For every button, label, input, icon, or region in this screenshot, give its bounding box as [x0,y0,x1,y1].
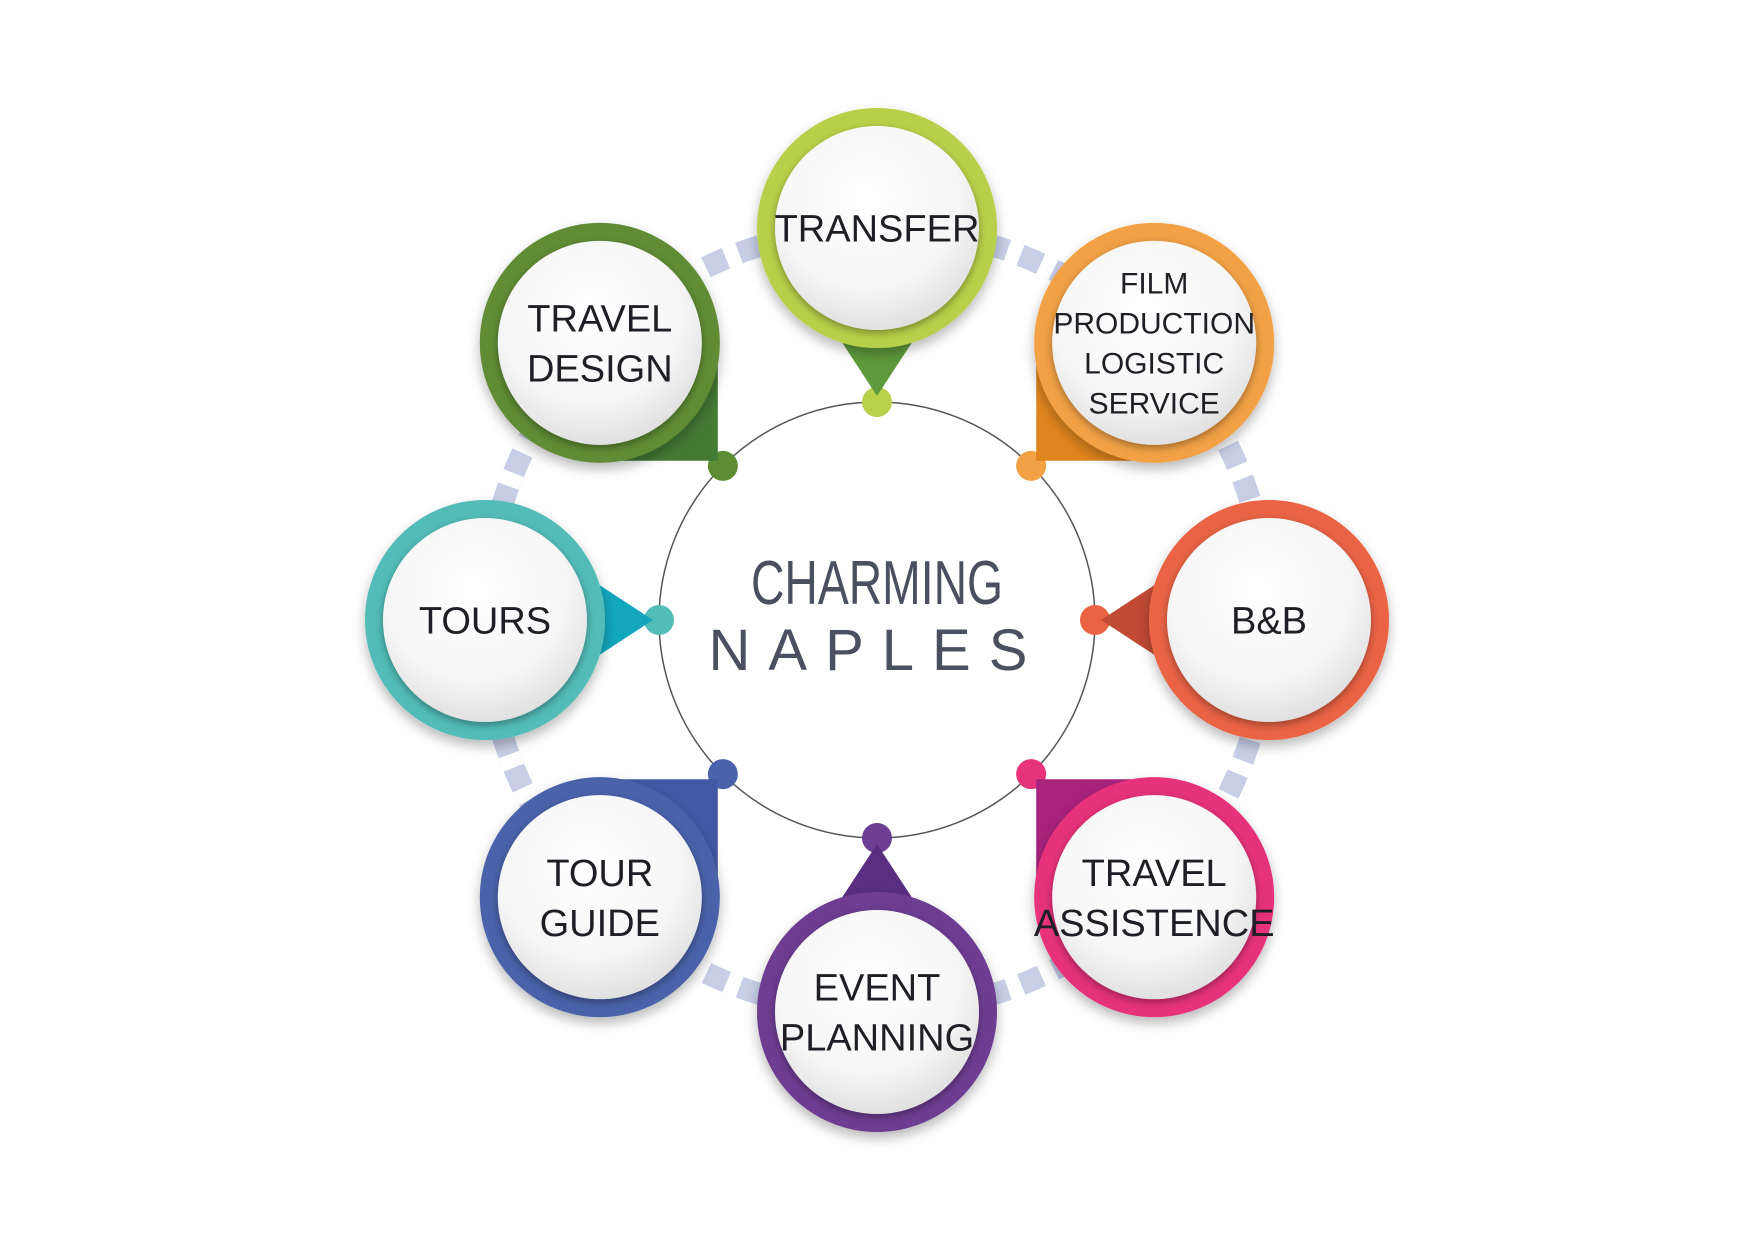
node-label-assistance-0: TRAVEL [1082,853,1227,895]
node-tours: TOURS [365,500,605,740]
node-label-film-1: PRODUCTION [1053,308,1255,341]
center-title-line2: NAPLES [709,618,1046,683]
node-label-event-0: EVENT [814,968,941,1010]
service-nodes: TRANSFER FILM PRODUCTION LOGISTIC SERVICE B&B… [365,108,1389,1132]
center-title-line1: CHARMING [751,549,1003,618]
node-disk-travel-design [497,240,702,445]
node-label-event-1: PLANNING [780,1018,974,1060]
connector-dot-event [862,823,892,853]
node-label-tour-guide-1: GUIDE [540,903,660,945]
node-transfer: TRANSFER [757,108,997,348]
node-disk-film [1052,240,1257,445]
node-disk-bnb [1167,518,1371,722]
node-label-travel-design-1: DESIGN [527,348,673,390]
node-label-tour-guide-0: TOUR [546,853,653,895]
node-label-film-3: SERVICE [1089,388,1220,421]
connector-dot-bnb [1080,605,1110,635]
node-label-travel-design-0: TRAVEL [527,298,672,340]
node-label-bnb-0: B&B [1231,601,1307,643]
node-tour-guide: TOUR GUIDE [479,777,720,1018]
node-disk-assistance [1052,795,1257,1000]
node-film: FILM PRODUCTION LOGISTIC SERVICE [1034,222,1275,463]
node-label-film-0: FILM [1120,268,1188,301]
node-disk-tours [383,518,587,722]
node-travel-design: TRAVEL DESIGN [479,222,720,463]
connector-dots [644,387,1110,853]
node-disk-transfer [775,126,979,330]
node-bnb: B&B [1149,500,1389,740]
node-assistance: TRAVEL ASSISTENCE [1034,777,1275,1018]
node-label-film-2: LOGISTIC [1084,348,1224,381]
connector-dot-transfer [862,387,892,417]
node-disk-event [775,910,979,1114]
node-disk-tour-guide [497,795,702,1000]
node-label-transfer-0: TRANSFER [775,209,980,251]
node-label-assistance-1: ASSISTENCE [1034,903,1275,945]
node-event: EVENT PLANNING [757,892,997,1132]
node-label-tours-0: TOURS [419,601,551,643]
connector-dot-tours [644,605,674,635]
